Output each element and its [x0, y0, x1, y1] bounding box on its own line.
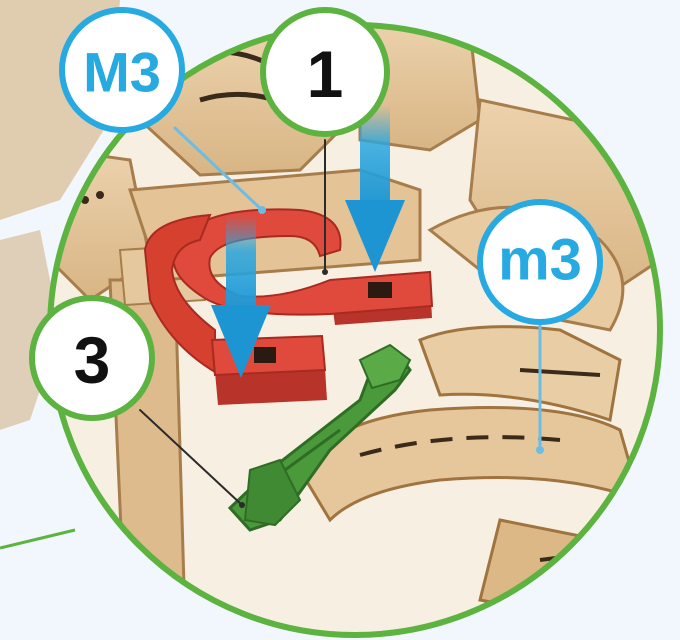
callout-label: 1	[307, 37, 344, 111]
callout-m3-lower: m3	[480, 202, 600, 322]
callout-m3-upper: M3	[62, 10, 182, 130]
callout-label: 3	[74, 323, 111, 397]
callout-label: m3	[498, 228, 582, 293]
callout-1: 1	[263, 10, 387, 134]
callout-label: M3	[83, 41, 161, 104]
callout-3: 3	[32, 298, 152, 418]
